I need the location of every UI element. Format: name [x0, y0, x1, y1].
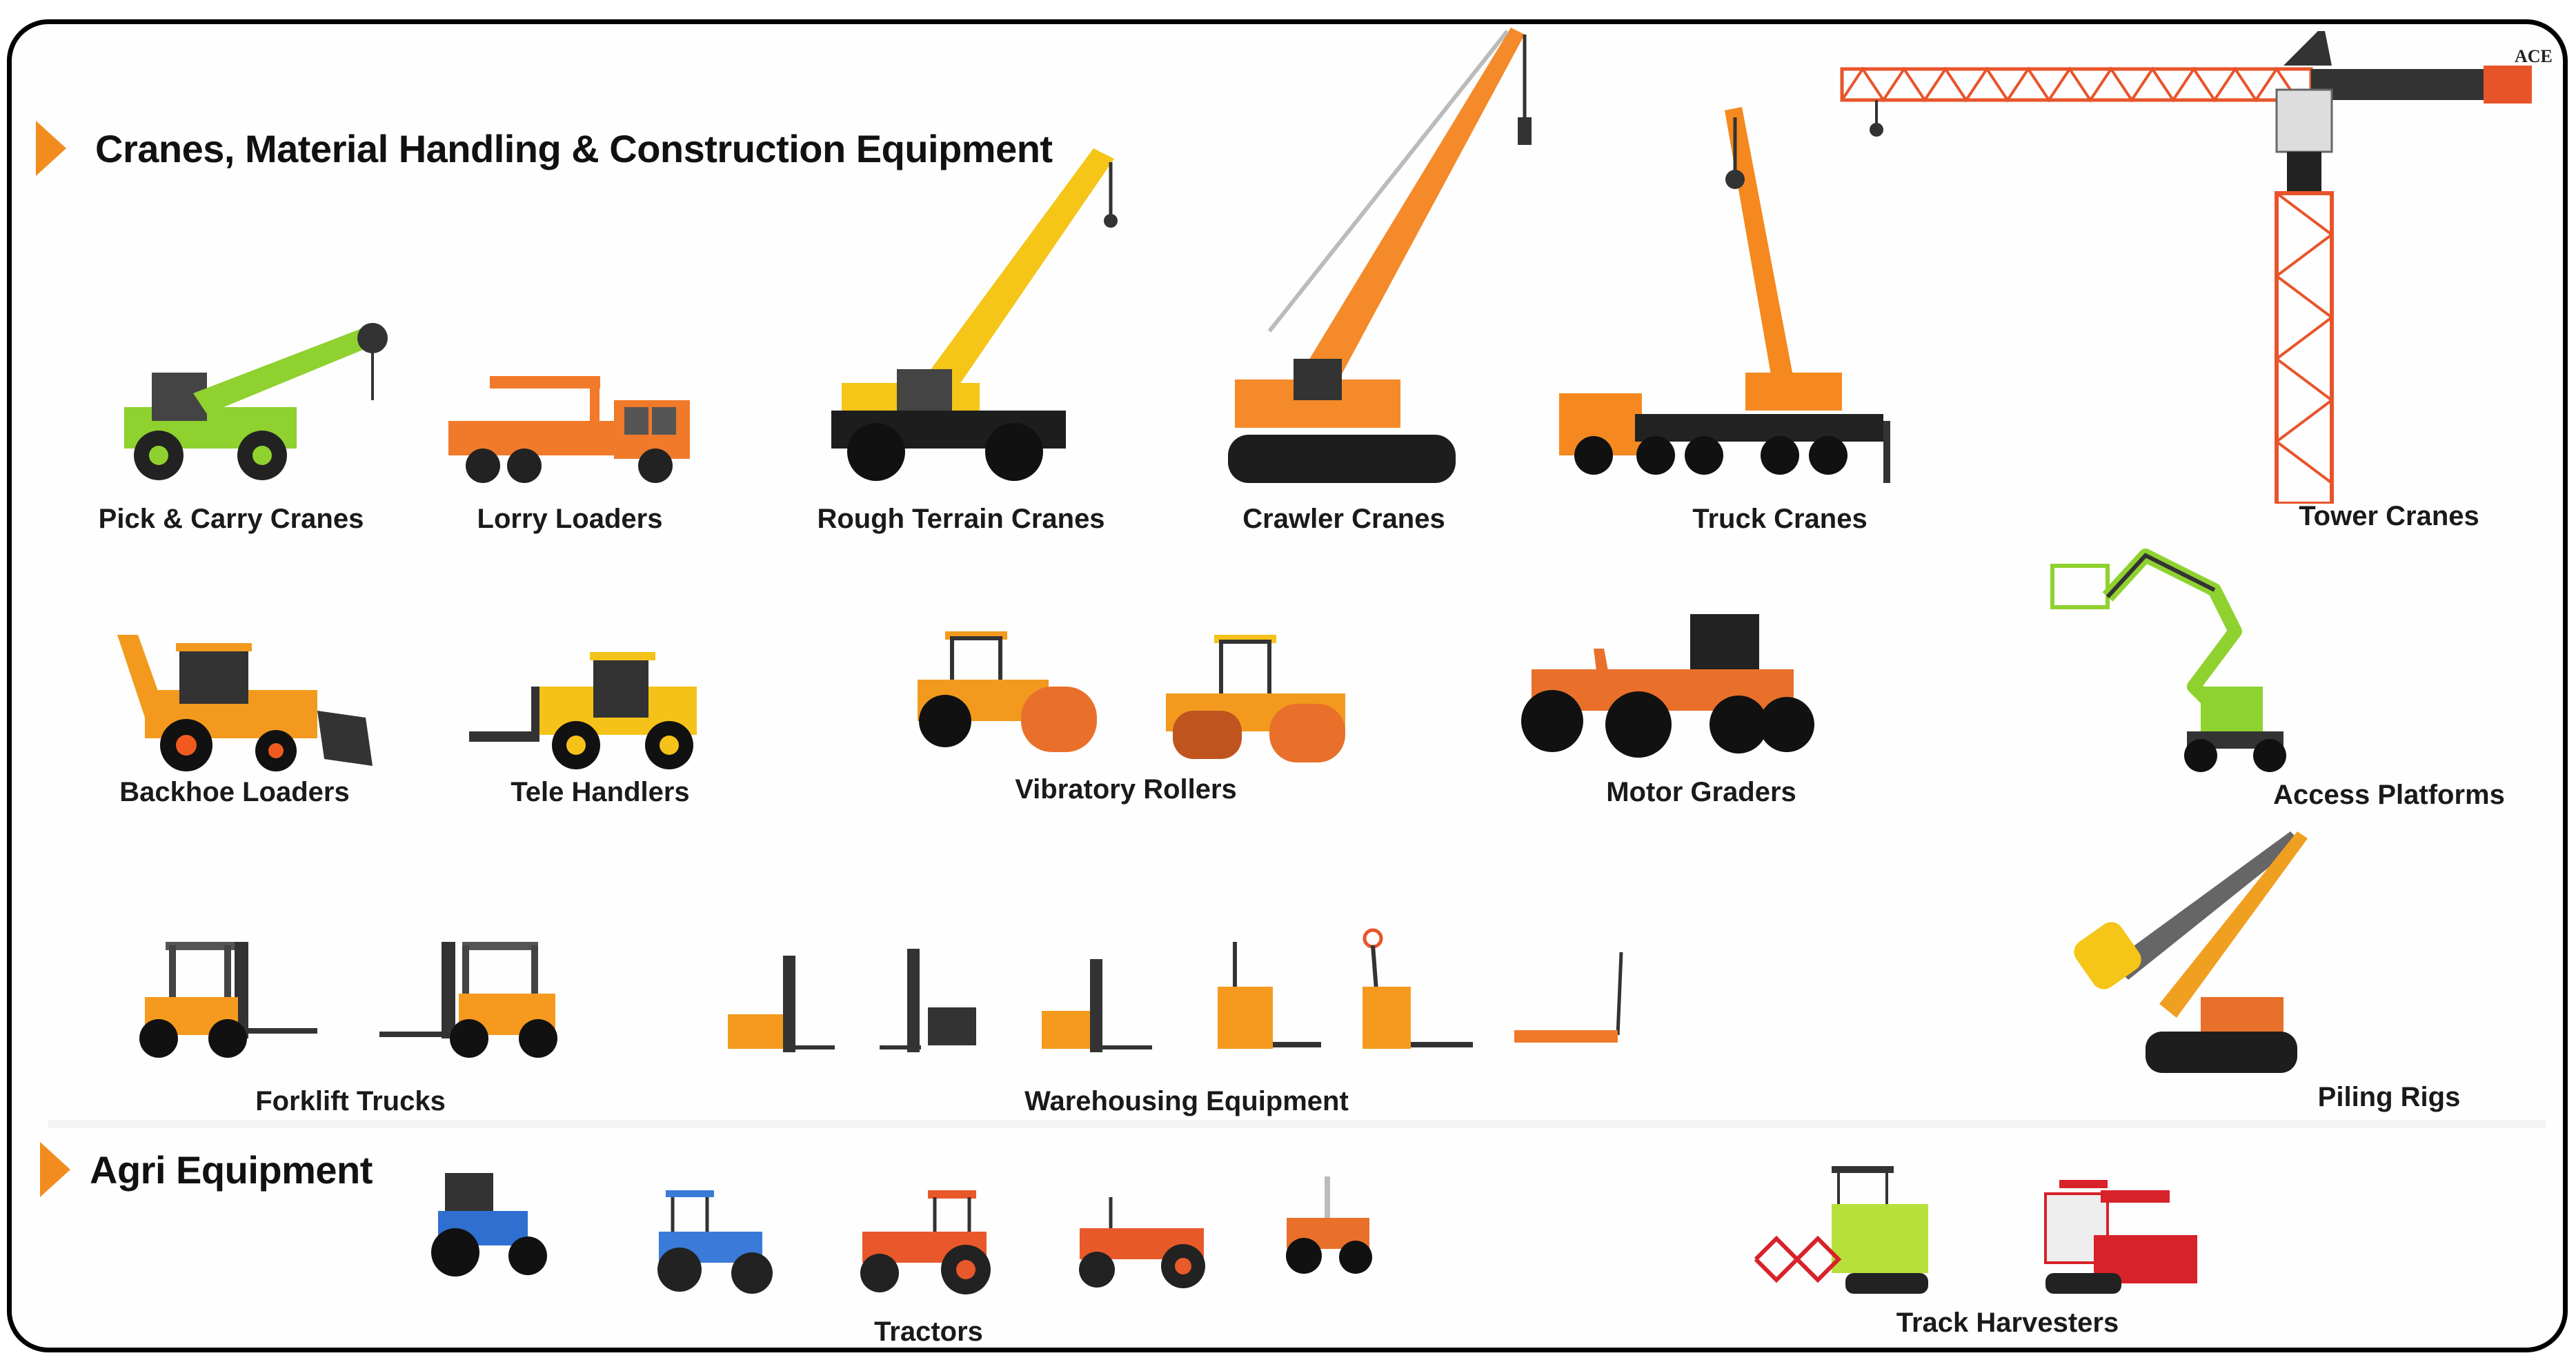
label-lorry-loaders: Lorry Loaders [477, 504, 663, 534]
backhoe-loader-image [117, 635, 373, 771]
warehousing-equipment-image-2 [880, 949, 976, 1052]
crawler-crane-image [1228, 28, 1532, 483]
forklift-truck-image-2 [379, 942, 557, 1058]
label-access-platforms: Access Platforms [2273, 780, 2505, 810]
warehousing-equipment-image-6 [1514, 952, 1623, 1043]
label-track-harvesters: Track Harvesters [1896, 1308, 2119, 1338]
tower-crane-image: ACE [1840, 31, 2553, 504]
slide-frame [7, 19, 2568, 1352]
label-backhoe-loaders: Backhoe Loaders [119, 777, 350, 807]
chevron-right-icon [36, 121, 66, 176]
tractor-image-1 [431, 1173, 547, 1277]
truck-crane-image [1559, 107, 1890, 483]
access-platform-image [2050, 549, 2286, 772]
vibratory-roller-image-1 [918, 631, 1097, 752]
chevron-right-icon [40, 1142, 70, 1197]
label-pick-carry-cranes: Pick & Carry Cranes [98, 504, 364, 534]
tractor-image-3 [860, 1190, 991, 1294]
tractor-image-5 [1286, 1176, 1372, 1274]
label-tractors: Tractors [874, 1317, 983, 1347]
section-title: Agri Equipment [90, 1147, 373, 1192]
lorry-loader-image [448, 376, 690, 483]
warehousing-equipment-image-4 [1218, 942, 1321, 1049]
rough-terrain-crane-image [831, 148, 1118, 481]
label-tele-handlers: Tele Handlers [511, 777, 690, 807]
label-vibratory-rollers: Vibratory Rollers [1015, 774, 1237, 805]
vibratory-roller-image-2 [1166, 635, 1345, 762]
piling-rig-image [2074, 831, 2308, 1073]
warehousing-equipment-image-3 [1042, 959, 1152, 1052]
pick-and-carry-crane-image [124, 323, 388, 480]
track-harvester-image-2 [2044, 1180, 2197, 1294]
tractor-image-4 [1079, 1197, 1205, 1288]
label-forklift-trucks: Forklift Trucks [255, 1086, 446, 1116]
label-motor-graders: Motor Graders [1606, 777, 1796, 807]
forklift-truck-image-1 [139, 942, 317, 1058]
label-warehousing-equipment: Warehousing Equipment [1024, 1086, 1349, 1116]
section-header-construction: Cranes, Material Handling & Construction… [36, 121, 1053, 176]
track-harvester-image-1 [1754, 1166, 1928, 1294]
section-title: Cranes, Material Handling & Construction… [95, 126, 1053, 170]
label-tower-cranes: Tower Cranes [2299, 501, 2479, 531]
section-divider [48, 1120, 2546, 1128]
brand-mark: ACE [2515, 46, 2553, 66]
motor-grader-image [1521, 614, 1814, 758]
label-truck-cranes: Truck Cranes [1692, 504, 1867, 534]
tele-handler-image [469, 652, 697, 769]
warehousing-equipment-image-5 [1363, 928, 1473, 1049]
label-piling-rigs: Piling Rigs [2317, 1082, 2461, 1112]
tractor-image-2 [657, 1190, 773, 1294]
label-rough-terrain-cranes: Rough Terrain Cranes [817, 504, 1105, 534]
label-crawler-cranes: Crawler Cranes [1242, 504, 1445, 534]
warehousing-equipment-image-1 [728, 956, 835, 1052]
section-header-agri: Agri Equipment [40, 1142, 373, 1197]
